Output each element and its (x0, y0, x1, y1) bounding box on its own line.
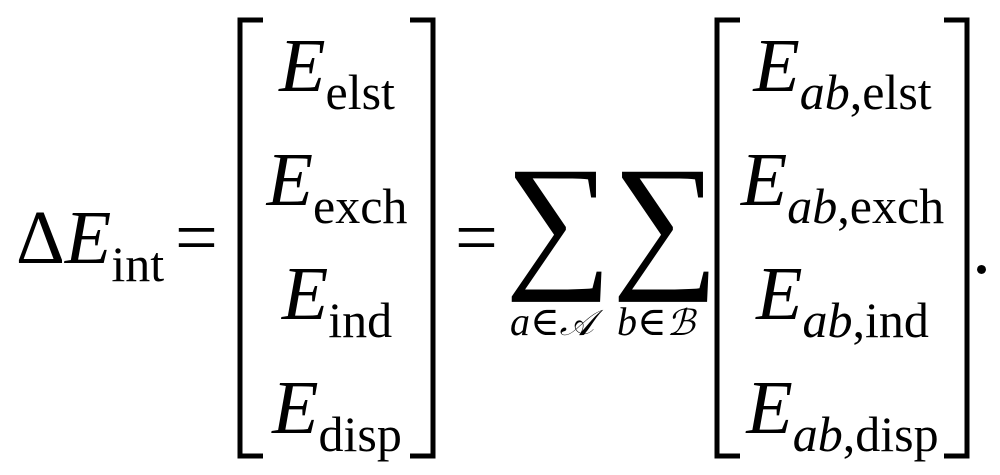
trailing-period: . (972, 206, 991, 290)
left-bracket-1 (237, 17, 263, 459)
summation-symbol-a: ∑ (505, 137, 612, 303)
vector-1: Eelst Eexch Eind Edisp (262, 24, 412, 462)
sum-limit-b: b∈ℬ (617, 299, 695, 344)
sum-limit-a: a∈𝒜 (510, 299, 594, 344)
vector-1-entry-ind: Eind (281, 252, 393, 348)
vector-2-entry-disp: Eab,disp (746, 366, 939, 462)
vector-2-entry-exch: Eab,exch (740, 138, 945, 234)
vector-1-entry-exch: Eexch (266, 138, 408, 234)
vector-1-entry-elst: Eelst (279, 24, 395, 120)
equals-sign-1: = (175, 196, 218, 280)
delta-symbol: Δ (16, 196, 65, 280)
energy-symbol: E (64, 196, 112, 280)
vector-2-entry-elst: Eab,elst (753, 24, 932, 120)
subscript-int: int (111, 236, 165, 292)
vector-2: Eab,elst Eab,exch Eab,ind Eab,disp (740, 24, 945, 462)
vector-1-entry-disp: Edisp (272, 366, 402, 462)
right-bracket-2 (944, 17, 970, 459)
equals-sign-2: = (455, 196, 498, 280)
summation-symbol-b: ∑ (612, 137, 719, 303)
right-bracket-1 (410, 17, 436, 459)
left-bracket-2 (714, 17, 740, 459)
vector-2-entry-ind: Eab,ind (756, 252, 929, 348)
lhs-delta-e-int: ΔEint (16, 200, 164, 289)
